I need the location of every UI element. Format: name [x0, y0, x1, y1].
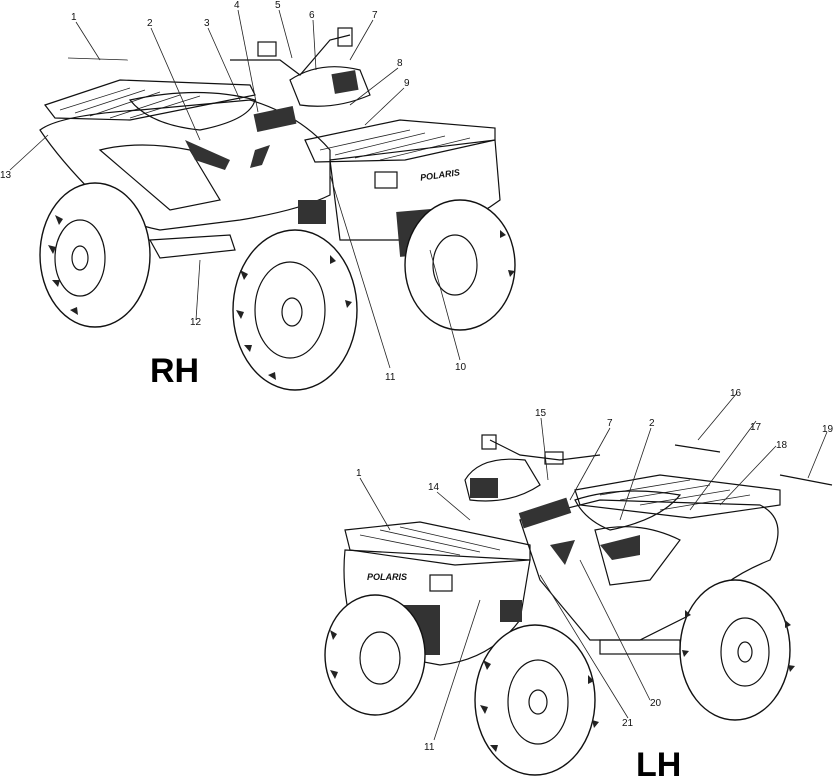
lh-front-brand: POLARIS [367, 572, 407, 582]
lh-callout-14: 14 [428, 482, 440, 493]
rh-callout-13: 13 [0, 170, 12, 181]
lh-callout-19: 19 [822, 424, 834, 435]
lh-callout-1: 1 [356, 468, 362, 479]
rh-callout-10: 10 [455, 362, 467, 373]
lh-atv-drawing: POLARIS [324, 434, 795, 776]
rh-rear-wheel [39, 182, 151, 328]
rh-front-wheel [232, 229, 358, 391]
lh-leader-lines [359, 392, 833, 741]
rh-front-right-wheel [404, 199, 516, 331]
rh-callout-8: 8 [397, 58, 403, 69]
rh-callout-5: 5 [275, 0, 281, 11]
lh-callouts: 1 2 7 11 14 15 16 17 18 19 20 21 [356, 388, 834, 753]
lh-callout-11: 11 [424, 742, 435, 753]
lh-callout-17: 17 [750, 422, 762, 433]
lh-front-left-wheel [324, 594, 426, 716]
rh-callout-9: 9 [404, 78, 410, 89]
rh-view-label: RH [150, 352, 199, 390]
lh-callout-21: 21 [622, 718, 634, 729]
lh-view-label: LH [636, 746, 681, 780]
lh-callout-16: 16 [730, 388, 742, 399]
rh-callout-3: 3 [204, 18, 210, 29]
rh-callout-11: 11 [385, 372, 396, 383]
rh-callout-6: 6 [309, 10, 315, 21]
rh-atv-drawing: POLARIS [39, 27, 516, 391]
lh-rear-wheel [679, 579, 791, 721]
lh-callout-7: 7 [607, 418, 613, 429]
lh-front-wheel [474, 624, 596, 776]
lh-callout-15: 15 [535, 408, 547, 419]
rh-callout-1: 1 [71, 12, 77, 23]
rh-callout-4: 4 [234, 0, 240, 11]
lh-callout-18: 18 [776, 440, 788, 451]
rh-callout-12: 12 [190, 317, 202, 328]
lh-callout-2: 2 [649, 418, 655, 429]
rh-callout-2: 2 [147, 18, 153, 29]
rh-front-brand: POLARIS [419, 167, 460, 182]
rh-leader-lines [9, 9, 461, 369]
rh-callout-7: 7 [372, 10, 378, 21]
lh-callout-20: 20 [650, 698, 662, 709]
rh-callouts: 1 2 3 4 5 6 7 8 9 10 11 12 13 [0, 0, 467, 383]
